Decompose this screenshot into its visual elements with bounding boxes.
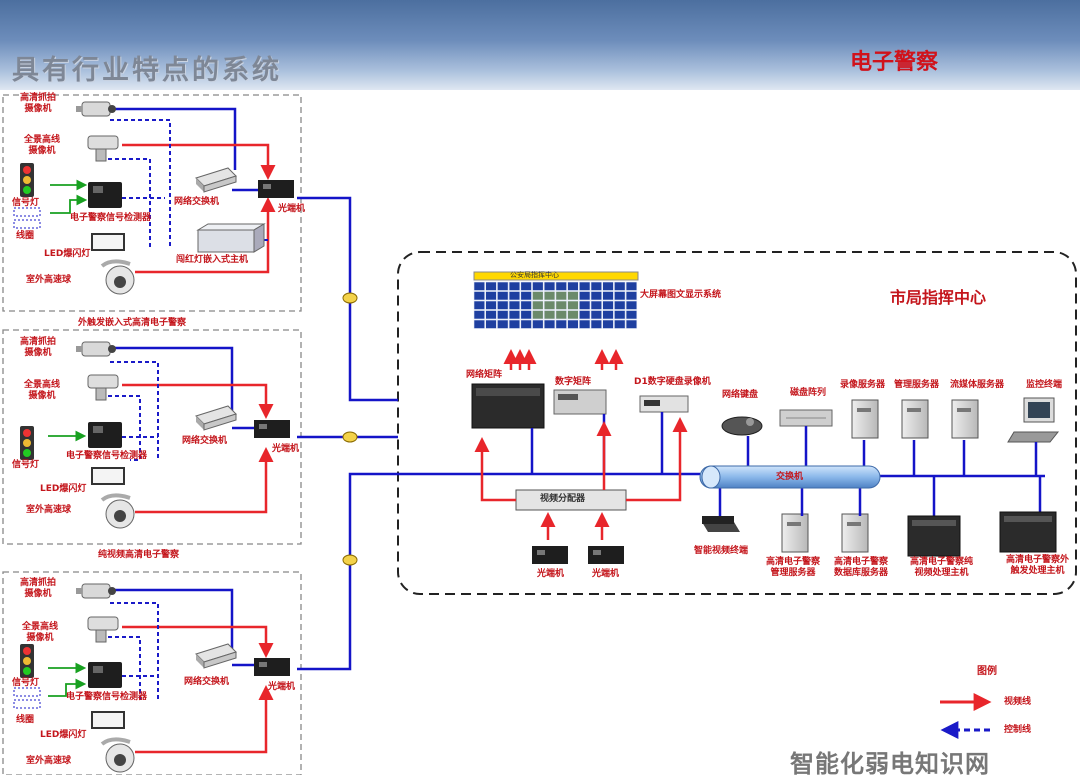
legend-video-label: 视频线	[1004, 697, 1032, 707]
trunk-connectors	[342, 292, 358, 566]
center-optical2-label: 光端机	[592, 569, 620, 579]
dvr-label: D1数字硬盘录像机	[634, 377, 711, 387]
g2-panorama-camera-label: 全景高线摄像机	[24, 380, 61, 401]
g3-led-label: LED爆闪灯	[40, 730, 87, 740]
g1-led-label: LED爆闪灯	[44, 249, 91, 259]
matrix-label: 网络矩阵	[466, 370, 503, 380]
smart-terminal-label: 智能视频终端	[694, 546, 749, 556]
center-optical1-label: 光端机	[537, 569, 565, 579]
digital-matrix-label: 数字矩阵	[555, 377, 592, 387]
video-wall-header	[473, 271, 639, 281]
g3-loop-label: 线圈	[16, 715, 35, 725]
g2-signal-light-label: 信号灯	[12, 460, 40, 470]
g1-optical-label: 光端机	[278, 204, 306, 214]
legend-title: 图例	[977, 666, 997, 677]
header-banner: 具有行业特点的系统 电子警察	[0, 0, 1080, 90]
splitter-label: 视频分配器	[540, 494, 586, 504]
group-2-devices	[20, 341, 290, 529]
g2-optical-label: 光端机	[272, 444, 300, 454]
g1-hd-camera-label: 高清抓拍摄像机	[20, 93, 57, 114]
g3-optical-label: 光端机	[268, 682, 296, 692]
group-1-devices	[13, 101, 294, 295]
g2-dome-label: 室外高速球	[26, 505, 72, 515]
g1-host-label: 闯红灯嵌入式主机	[176, 255, 249, 265]
police-trigger-host-label: 高清电子警察外触发处理主机	[1006, 555, 1070, 576]
g1-loop-label: 线圈	[16, 231, 35, 241]
g1-panorama-camera-label: 全景高线摄像机	[24, 135, 61, 156]
g1-dome-label: 室外高速球	[26, 275, 72, 285]
legend-control-label: 控制线	[1004, 725, 1032, 735]
command-center-title: 市局指挥中心	[890, 288, 987, 307]
g1-switch-label: 网络交换机	[174, 197, 220, 207]
g2-caption: 纯视频高清电子警察	[98, 550, 180, 560]
keyboard-label: 网络键盘	[722, 390, 759, 400]
police-db-server-label: 高清电子警察数据库服务器	[834, 557, 889, 578]
page-title: 具有行业特点的系统	[12, 55, 282, 86]
g1-signal-light-label: 信号灯	[12, 198, 40, 208]
stream-server-label: 流媒体服务器	[950, 380, 1005, 390]
g3-panorama-camera-label: 全景高线摄像机	[22, 622, 59, 643]
g2-detector-label: 电子警察信号检测器	[66, 451, 148, 461]
g3-signal-light-label: 信号灯	[12, 678, 40, 688]
g3-hd-camera-label: 高清抓拍摄像机	[20, 578, 57, 599]
g2-hd-camera-label: 高清抓拍摄像机	[20, 337, 57, 358]
group-3-devices	[13, 583, 290, 773]
page-subtitle: 电子警察	[850, 50, 939, 75]
g1-caption: 外触发嵌入式高清电子警察	[78, 318, 187, 328]
g1-detector-label: 电子警察信号检测器	[70, 213, 152, 223]
g3-dome-label: 室外高速球	[26, 756, 72, 766]
mgmt-server-label: 管理服务器	[894, 380, 940, 390]
legend	[940, 693, 992, 739]
group-box-3	[2, 571, 302, 775]
screen-header-label: 公安局指挥中心	[510, 271, 559, 279]
monitor-terminal-label: 监控终端	[1026, 380, 1063, 390]
police-video-host-label: 高清电子警察纯视频处理主机	[910, 557, 974, 578]
command-center-devices	[471, 271, 1060, 564]
g3-switch-label: 网络交换机	[184, 677, 230, 687]
record-server-label: 录像服务器	[840, 380, 886, 390]
watermark: 智能化弱电知识网	[790, 750, 990, 778]
trunk-lines	[297, 196, 1045, 671]
group-box-1	[2, 94, 302, 312]
system-diagram	[2, 94, 1077, 775]
video-wall-label: 大屏幕图文显示系统	[640, 290, 722, 300]
police-mgmt-server-label: 高清电子警察管理服务器	[766, 557, 821, 578]
disk-array-label: 磁盘阵列	[790, 388, 827, 398]
g3-detector-label: 电子警察信号检测器	[66, 692, 148, 702]
g2-led-label: LED爆闪灯	[40, 484, 87, 494]
video-wall	[473, 281, 638, 329]
g2-switch-label: 网络交换机	[182, 436, 228, 446]
command-center-box	[397, 251, 1077, 595]
switch-label: 交换机	[776, 472, 804, 482]
